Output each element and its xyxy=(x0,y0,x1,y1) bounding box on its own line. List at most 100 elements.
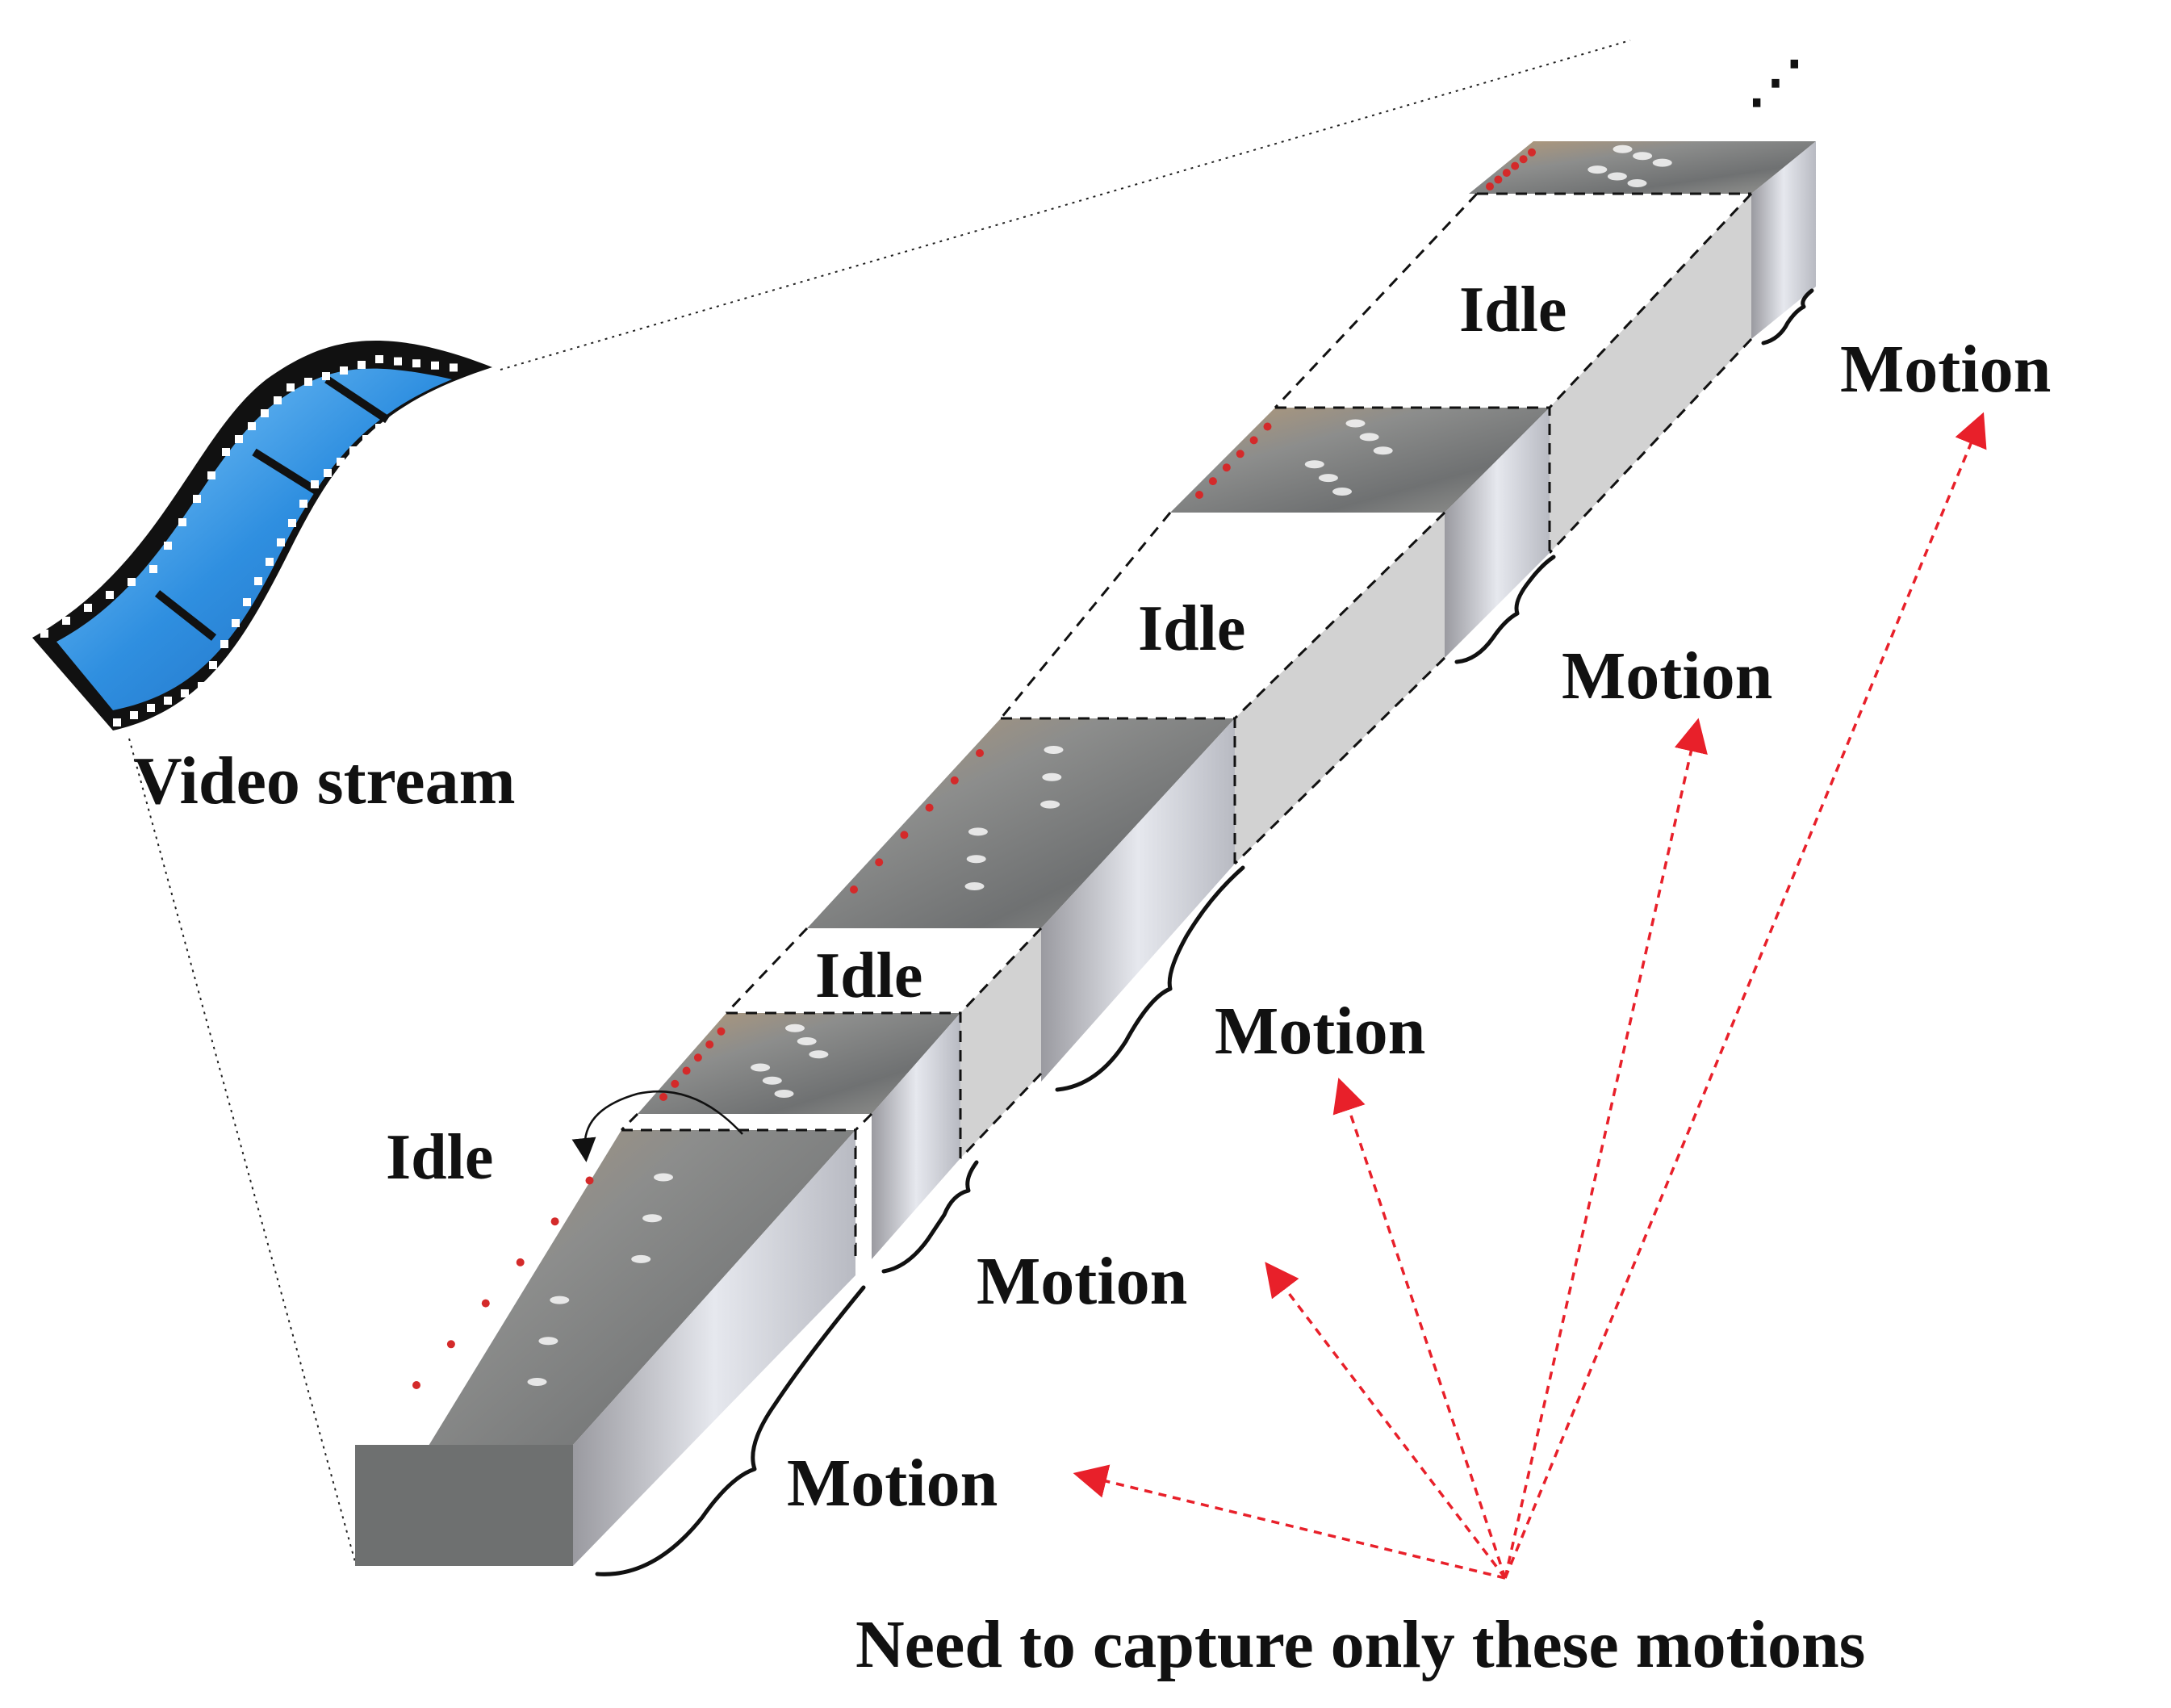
car-streak xyxy=(785,1024,805,1032)
film-hole xyxy=(277,538,285,546)
brace-motion-1 xyxy=(595,1285,866,1576)
motion-label-3: Motion xyxy=(1215,994,1425,1069)
film-hole xyxy=(164,542,172,550)
pedestrian-marker xyxy=(1222,463,1231,472)
road-texture xyxy=(412,144,1672,1389)
pedestrian-marker xyxy=(925,803,934,812)
film-hole xyxy=(358,361,366,369)
film-perforations xyxy=(40,355,458,726)
brace-motion-3 xyxy=(1055,865,1245,1092)
pedestrian-marker xyxy=(682,1066,691,1075)
pedestrian-marker xyxy=(1208,477,1217,486)
film-hole xyxy=(412,359,420,368)
motion-block-3 xyxy=(807,717,1236,1082)
arrow-to-motion-5 xyxy=(1504,412,1987,1579)
car-streak xyxy=(762,1076,782,1085)
film-hole xyxy=(446,390,454,399)
film-hole xyxy=(340,366,348,375)
motion-block-2 xyxy=(638,1011,962,1259)
car-streak xyxy=(550,1296,570,1304)
film-hole xyxy=(209,661,217,669)
pedestrian-marker xyxy=(671,1079,680,1088)
car-streak xyxy=(1613,144,1633,153)
motion-block-5 xyxy=(1469,141,1816,339)
car-streak xyxy=(1633,152,1653,161)
film-hole xyxy=(393,415,401,424)
film-hole xyxy=(304,378,312,386)
film-hole xyxy=(181,689,189,697)
car-streak xyxy=(1587,165,1608,174)
arrow-to-motion-3 xyxy=(1332,1078,1507,1579)
video-stream-label: Video stream xyxy=(133,743,516,818)
car-streak xyxy=(1607,172,1627,181)
motion-label-4: Motion xyxy=(1562,638,1772,714)
film-hole xyxy=(232,619,240,627)
car-streak xyxy=(631,1254,651,1263)
film-hole xyxy=(411,407,419,416)
film-hole xyxy=(254,577,262,585)
film-hole xyxy=(349,446,358,454)
motion-label-1: Motion xyxy=(787,1446,998,1521)
car-streak xyxy=(642,1214,663,1223)
idle-block-4 xyxy=(1274,192,1753,555)
film-hole xyxy=(299,500,307,508)
film-hole xyxy=(362,435,370,443)
pedestrian-marker xyxy=(1486,182,1494,190)
car-streak xyxy=(774,1090,794,1098)
pedestrian-marker xyxy=(1494,175,1503,184)
pedestrian-marker xyxy=(446,1340,455,1349)
car-streak xyxy=(1040,800,1060,809)
film-hole xyxy=(164,697,172,705)
car-streak xyxy=(527,1378,547,1386)
car-streak xyxy=(654,1173,673,1182)
film-hole xyxy=(130,711,138,719)
film-hole xyxy=(375,424,383,432)
pedestrian-marker xyxy=(1511,161,1520,170)
film-hole xyxy=(147,704,155,712)
film-hole xyxy=(248,422,256,430)
ellipsis-mark: ⋰ xyxy=(1747,52,1804,114)
motion-block-4 xyxy=(1170,406,1551,658)
pedestrian-marker xyxy=(585,1176,594,1185)
pedestrian-marker xyxy=(900,831,909,839)
arrow-to-motion-4 xyxy=(1504,718,1708,1579)
pedestrian-marker xyxy=(516,1258,525,1266)
film-hole xyxy=(84,604,92,612)
film-hole xyxy=(243,598,251,606)
film-hole xyxy=(261,409,269,417)
pedestrian-marker xyxy=(1528,148,1536,157)
idle-label-3: Idle xyxy=(1138,593,1245,664)
motion-label-5: Motion xyxy=(1840,332,2051,407)
film-hole xyxy=(128,578,136,586)
arrow-to-motion-1 xyxy=(1073,1464,1506,1580)
car-streak xyxy=(966,855,986,864)
arrow-to-motion-2 xyxy=(1265,1262,1507,1580)
car-streak xyxy=(751,1063,771,1072)
perspective-line-bottom xyxy=(128,738,356,1563)
film-hole xyxy=(431,361,439,370)
film-hole xyxy=(106,591,114,599)
film-hole xyxy=(337,458,345,466)
film-hole xyxy=(62,617,70,625)
idle-pointer-arrow xyxy=(571,1091,743,1162)
pedestrian-marker xyxy=(693,1053,702,1062)
car-streak xyxy=(1304,460,1324,469)
idle-label-1: Idle xyxy=(386,1122,493,1193)
film-hole xyxy=(324,469,332,477)
pedestrian-marker xyxy=(659,1093,667,1101)
film-hole xyxy=(375,355,383,363)
caption: Need to capture only these motions xyxy=(855,1607,1865,1682)
pedestrian-marker xyxy=(705,1040,714,1049)
motion-block-1 xyxy=(355,1128,857,1566)
car-streak xyxy=(1345,419,1366,428)
pedestrian-marker xyxy=(850,885,858,894)
brace-motion-2 xyxy=(881,1160,979,1274)
film-hole xyxy=(149,565,157,573)
pedestrian-marker xyxy=(875,858,884,867)
pedestrian-marker xyxy=(1249,436,1258,445)
idle-label-4: Idle xyxy=(1459,274,1567,345)
film-hole xyxy=(235,435,243,443)
pedestrian-marker xyxy=(481,1299,490,1308)
film-hole xyxy=(193,495,201,503)
car-streak xyxy=(809,1050,829,1059)
